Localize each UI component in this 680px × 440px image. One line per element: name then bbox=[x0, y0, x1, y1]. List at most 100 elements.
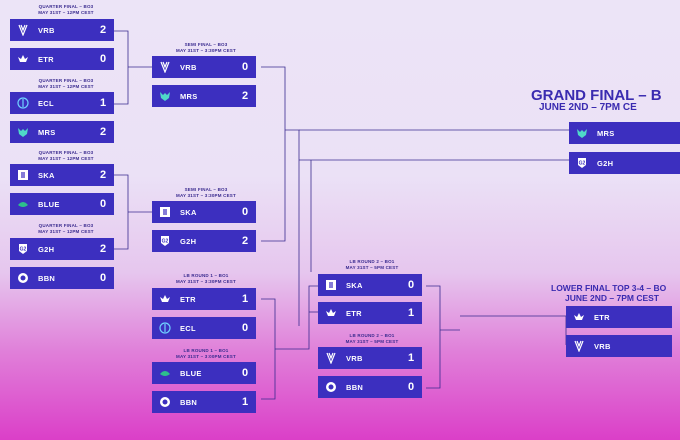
team-score: 0 bbox=[234, 362, 256, 384]
team-cell: BBN bbox=[10, 267, 92, 289]
team-score: 2 bbox=[92, 19, 114, 41]
team-name: VRB bbox=[180, 62, 197, 72]
team-cell: G2 G2H bbox=[10, 238, 92, 260]
match-row[interactable]: MRS bbox=[569, 122, 680, 144]
grand-final-title: GRAND FINAL – B bbox=[531, 87, 662, 104]
team-name: VRB bbox=[346, 353, 363, 363]
match-row[interactable]: ETR 0 bbox=[10, 48, 114, 70]
match-row[interactable]: SKA 0 bbox=[318, 274, 422, 296]
lower-final-title: LOWER FINAL TOP 3-4 – BO bbox=[551, 283, 667, 293]
match-row[interactable]: MRS 2 bbox=[10, 121, 114, 143]
team-cell: ECL bbox=[152, 317, 234, 339]
team-cell: BLUE bbox=[152, 362, 234, 384]
ecl-logo-icon bbox=[16, 96, 30, 110]
team-name: SKA bbox=[38, 170, 55, 180]
match-row[interactable]: G2 G2H bbox=[569, 152, 680, 174]
match-row[interactable]: ETR bbox=[566, 306, 672, 328]
lb2a-header: LB ROUND 2 – BO1 MAY 31ST – 5PM CEST bbox=[326, 259, 418, 271]
etr-logo-icon bbox=[572, 310, 586, 324]
round-label: QUARTER FINAL – BO3 bbox=[38, 4, 94, 9]
lb2b-header: LB ROUND 2 – BO1 MAY 31ST – 5PM CEST bbox=[326, 333, 418, 345]
match-row[interactable]: BBN 0 bbox=[10, 267, 114, 289]
match-row[interactable]: VRB bbox=[566, 335, 672, 357]
team-name: ECL bbox=[38, 98, 54, 108]
match-row[interactable]: ECL 0 bbox=[152, 317, 256, 339]
match-row[interactable]: BBN 0 bbox=[318, 376, 422, 398]
vrb-logo-icon bbox=[16, 23, 30, 37]
team-score: 1 bbox=[400, 347, 422, 369]
match-row[interactable]: SKA 0 bbox=[152, 201, 256, 223]
match-row[interactable]: SKA 2 bbox=[10, 164, 114, 186]
bbn-logo-icon bbox=[324, 380, 338, 394]
match-row[interactable]: BBN 1 bbox=[152, 391, 256, 413]
team-name: VRB bbox=[594, 341, 611, 351]
round-date: MAY 31ST – 5PM CEST bbox=[345, 339, 399, 344]
team-score: 0 bbox=[234, 317, 256, 339]
svg-text:G2: G2 bbox=[162, 239, 169, 245]
match-row[interactable]: MRS 2 bbox=[152, 85, 256, 107]
team-score: 1 bbox=[234, 288, 256, 310]
team-name: ETR bbox=[180, 294, 196, 304]
ecl-logo-icon bbox=[158, 321, 172, 335]
team-score: 0 bbox=[400, 376, 422, 398]
qf2-header: QUARTER FINAL – BO3 MAY 31ST – 12PM CEST bbox=[20, 78, 112, 90]
svg-text:G2: G2 bbox=[20, 247, 27, 253]
round-date: MAY 31ST – 5PM CEST bbox=[345, 265, 399, 270]
ska-logo-icon bbox=[324, 278, 338, 292]
ska-logo-icon bbox=[16, 168, 30, 182]
grand-final-date: JUNE 2ND – 7PM CE bbox=[539, 102, 637, 113]
team-cell: VRB bbox=[318, 347, 400, 369]
team-cell: BBN bbox=[152, 391, 234, 413]
team-cell: MRS bbox=[152, 85, 234, 107]
bbn-logo-icon bbox=[158, 395, 172, 409]
blue-logo-icon bbox=[158, 366, 172, 380]
match-row[interactable]: VRB 2 bbox=[10, 19, 114, 41]
team-name: SKA bbox=[180, 207, 197, 217]
team-cell: ETR bbox=[318, 302, 400, 324]
team-score: 1 bbox=[92, 92, 114, 114]
match-row[interactable]: VRB 0 bbox=[152, 56, 256, 78]
round-date: MAY 31ST – 3:30PM CEST bbox=[176, 48, 236, 53]
match-row[interactable]: ECL 1 bbox=[10, 92, 114, 114]
round-label: SEMI FINAL – BO3 bbox=[184, 42, 228, 47]
team-name: G2H bbox=[597, 158, 614, 168]
team-cell: ETR bbox=[152, 288, 234, 310]
ska-logo-icon bbox=[158, 205, 172, 219]
team-name: ETR bbox=[346, 308, 362, 318]
lb1b-header: LB ROUND 1 – BO1 MAY 31ST – 3:00PM CEST bbox=[160, 348, 252, 360]
match-row[interactable]: ETR 1 bbox=[318, 302, 422, 324]
team-name: ETR bbox=[38, 54, 54, 64]
round-label: LB ROUND 1 – BO1 bbox=[183, 348, 229, 353]
vrb-logo-icon bbox=[572, 339, 586, 353]
match-row[interactable]: G2 G2H 2 bbox=[152, 230, 256, 252]
team-cell: BBN bbox=[318, 376, 400, 398]
round-label: QUARTER FINAL – BO3 bbox=[38, 78, 94, 83]
team-name: BBN bbox=[180, 397, 198, 407]
team-score: 2 bbox=[234, 85, 256, 107]
match-row[interactable]: BLUE 0 bbox=[152, 362, 256, 384]
team-name: BBN bbox=[346, 382, 364, 392]
team-score: 0 bbox=[92, 193, 114, 215]
sf1-header: SEMI FINAL – BO3 MAY 31ST – 3:30PM CEST bbox=[160, 42, 252, 54]
round-label: LB ROUND 2 – BO1 bbox=[349, 333, 395, 338]
match-row[interactable]: BLUE 0 bbox=[10, 193, 114, 215]
etr-logo-icon bbox=[158, 292, 172, 306]
round-label: QUARTER FINAL – BO3 bbox=[38, 223, 94, 228]
qf4-header: QUARTER FINAL – BO3 MAY 31ST – 12PM CEST bbox=[20, 223, 112, 235]
match-row[interactable]: G2 G2H 2 bbox=[10, 238, 114, 260]
vrb-logo-icon bbox=[324, 351, 338, 365]
qf3-header: QUARTER FINAL – BO3 MAY 31ST – 12PM CEST bbox=[20, 150, 112, 162]
g2h-logo-icon: G2 bbox=[575, 156, 589, 170]
team-cell: MRS bbox=[10, 121, 92, 143]
match-row[interactable]: VRB 1 bbox=[318, 347, 422, 369]
mrs-logo-icon bbox=[16, 125, 30, 139]
team-name: ECL bbox=[180, 323, 196, 333]
team-name: G2H bbox=[38, 244, 55, 254]
team-score: 1 bbox=[400, 302, 422, 324]
round-date: MAY 31ST – 12PM CEST bbox=[38, 229, 94, 234]
team-cell: ETR bbox=[566, 306, 672, 328]
match-row[interactable]: ETR 1 bbox=[152, 288, 256, 310]
round-date: MAY 31ST – 12PM CEST bbox=[38, 84, 94, 89]
round-date: MAY 31ST – 3:00PM CEST bbox=[176, 354, 236, 359]
team-cell: SKA bbox=[10, 164, 92, 186]
